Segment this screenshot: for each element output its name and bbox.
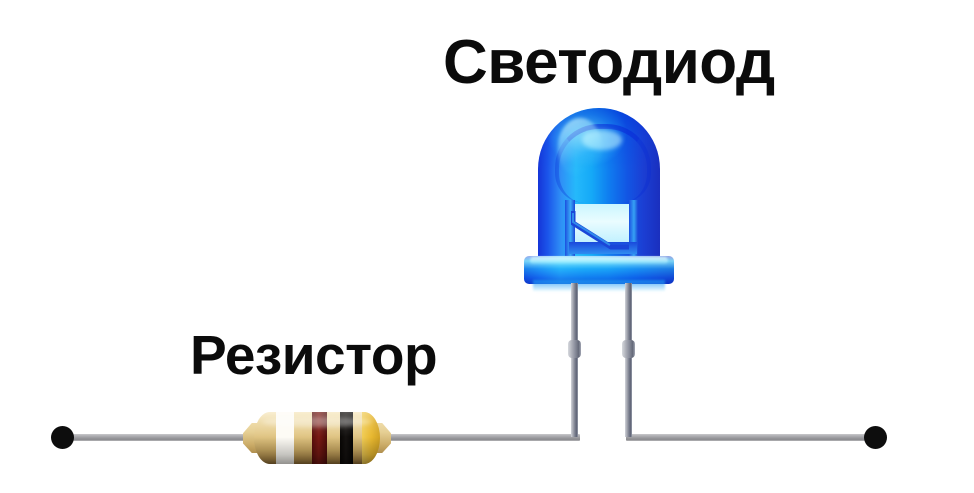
resistor-body-shading [254, 412, 380, 464]
led-lead-cathode-stop-bump [622, 340, 635, 358]
led-flange-highlight [530, 257, 668, 264]
led-dome-highlight-secondary [582, 130, 622, 150]
terminal-right [864, 426, 887, 449]
resistor-body [254, 412, 380, 464]
resistor-band-2-brown-red [312, 412, 327, 464]
led-lead-cathode [625, 283, 632, 437]
resistor-band-3-black [340, 412, 353, 464]
resistor-gloss-highlight [261, 416, 373, 428]
led-anvil-post [565, 200, 575, 258]
resistor-band-1-white [276, 412, 294, 464]
wire-resistor-to-led-anode [380, 434, 580, 441]
led-bond-wire [571, 211, 629, 250]
led-cathode-post [629, 200, 638, 258]
terminal-left [51, 426, 74, 449]
led-dome-arc [555, 124, 651, 203]
component-led [524, 108, 674, 291]
label-resistor: Резистор [190, 324, 438, 386]
label-led: Светодиод [443, 28, 775, 97]
wire-left-terminal-to-resistor [70, 434, 254, 441]
component-resistor [243, 410, 391, 466]
led-flange-skirt [533, 280, 665, 291]
wire-led-cathode-to-right-terminal [626, 434, 876, 441]
led-lead-anode [571, 283, 578, 437]
led-lens-body [538, 108, 660, 276]
resistor-band-4-gold [362, 412, 380, 464]
led-lead-anode-stop-bump [568, 340, 581, 358]
